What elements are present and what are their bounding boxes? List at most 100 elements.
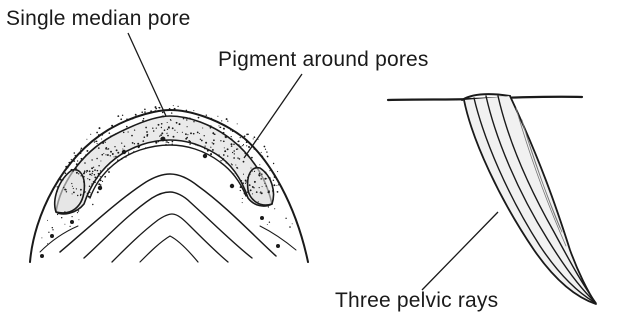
stipple-dot (169, 108, 171, 110)
stipple-dot (202, 127, 203, 128)
stipple-dot (98, 165, 99, 166)
stipple-dot (69, 226, 70, 227)
stipple-dot (186, 119, 187, 120)
stipple-dot (199, 133, 200, 134)
stipple-dot (210, 153, 211, 154)
stipple-dot (261, 152, 262, 153)
stipple-dot (96, 184, 97, 185)
stipple-dot (233, 143, 235, 145)
stipple-dot (241, 180, 242, 181)
stipple-dot (268, 190, 270, 192)
stipple-dot (158, 141, 159, 142)
stipple-dot (237, 168, 238, 169)
stipple-dot (269, 222, 270, 223)
stipple-dot (167, 122, 168, 123)
stipple-dot (224, 147, 225, 148)
stipple-dot (252, 186, 254, 188)
pelvic-fin (388, 94, 596, 304)
stipple-dot (97, 191, 99, 193)
stipple-dot (89, 179, 90, 180)
stipple-dot (68, 162, 70, 164)
stipple-dot (233, 150, 235, 152)
stipple-dot (101, 134, 103, 136)
stipple-dot (190, 132, 192, 134)
stipple-dot (80, 189, 82, 191)
stipple-dot (94, 177, 96, 179)
stipple-dot (66, 191, 67, 192)
stipple-dot (256, 191, 258, 193)
stipple-dot (237, 123, 238, 124)
stipple-dot (158, 124, 160, 126)
stipple-dot (265, 171, 267, 173)
stipple-dot (197, 145, 198, 146)
stipple-dot (122, 115, 123, 116)
stipple-dot (238, 144, 240, 146)
stipple-dot (254, 171, 255, 172)
stipple-dot (61, 217, 62, 218)
stipple-dot (272, 190, 274, 192)
label-pigment-around-pores: Pigment around pores (218, 48, 429, 72)
stipple-dot (158, 107, 159, 108)
stipple-dot (94, 141, 95, 142)
jaw-fold-4 (140, 236, 198, 262)
stipple-dot (232, 130, 234, 132)
stipple-dot (217, 116, 218, 117)
stipple-dot (249, 174, 250, 175)
stipple-dot (128, 153, 130, 155)
stipple-dot (223, 132, 225, 134)
stipple-dot (76, 163, 78, 165)
stipple-dot (115, 133, 116, 134)
stipple-dot (204, 148, 206, 150)
stipple-dot (210, 147, 211, 148)
stipple-dot (94, 174, 95, 175)
stipple-dot (259, 187, 260, 188)
stipple-dot (220, 160, 221, 161)
stipple-dot (266, 178, 267, 179)
stipple-dot (80, 195, 81, 196)
stipple-dot (93, 181, 94, 182)
stipple-dot (84, 162, 86, 164)
stipple-dot (47, 220, 48, 221)
stipple-dot (89, 174, 91, 176)
stipple-dot (201, 140, 203, 142)
stipple-dot (72, 193, 73, 194)
stipple-dot (97, 178, 98, 179)
stipple-dot (91, 159, 92, 160)
stipple-dot (243, 144, 244, 145)
stipple-dot (107, 168, 108, 169)
stipple-dot (117, 159, 118, 160)
stipple-dot (41, 237, 42, 238)
stipple-dot (249, 184, 251, 186)
stipple-dot (257, 205, 258, 206)
stipple-dot (99, 127, 101, 129)
stipple-dot (64, 211, 65, 212)
stipple-dot (227, 155, 228, 156)
stipple-dot (152, 128, 153, 129)
stipple-dot (244, 193, 246, 195)
stipple-dot (134, 143, 135, 144)
stipple-dot (85, 154, 86, 155)
stipple-dot (82, 175, 83, 176)
stipple-dot (179, 123, 181, 125)
stipple-dot (76, 172, 78, 174)
stipple-dot (103, 153, 104, 154)
stipple-dot (126, 126, 128, 128)
stipple-dot (269, 170, 270, 171)
stipple-dot (222, 133, 223, 134)
stipple-dot (250, 189, 252, 191)
stipple-dot (200, 139, 201, 140)
stipple-dot (174, 130, 175, 131)
stipple-dot (193, 121, 194, 122)
stipple-dot (80, 153, 82, 155)
stipple-dot (172, 144, 173, 145)
stipple-dot (246, 181, 247, 182)
stipple-dot (80, 149, 81, 150)
stipple-dot (84, 170, 86, 172)
stipple-dot (167, 133, 168, 134)
stipple-dot (87, 193, 89, 195)
stipple-dot (105, 147, 107, 149)
stipple-dot (172, 127, 174, 129)
stipple-dot (71, 216, 72, 217)
stipple-dot (48, 232, 49, 233)
stipple-dot (218, 125, 219, 126)
